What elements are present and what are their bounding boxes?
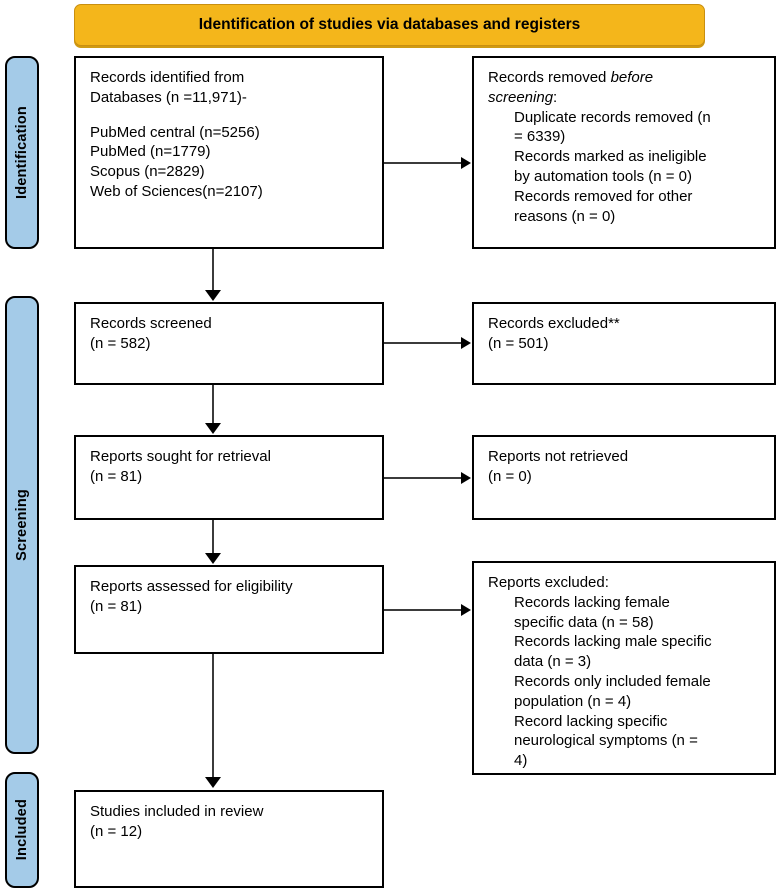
reports-excluded-item-4b: neurological symptoms (n =	[514, 732, 698, 750]
records-excluded-count: (n = 501)	[488, 334, 549, 352]
records-removed-heading-italic-1: before	[610, 69, 654, 86]
records-removed-item-1b: = 6339)	[514, 128, 566, 146]
reports-not-retrieved-label: Reports not retrieved	[488, 448, 629, 465]
arrow-assessed-to-reports-excluded	[384, 609, 462, 611]
records-removed-item-1a: Duplicate records removed (n	[514, 108, 711, 126]
arrow-sought-to-not-retrieved	[384, 477, 462, 479]
stage-label-screening-text: Screening	[14, 489, 30, 561]
records-identified-source-pubmed-central: PubMed central (n=5256)	[90, 123, 260, 141]
reports-excluded-item-1b: specific data (n = 58)	[514, 613, 654, 631]
stage-label-identification-text: Identification	[14, 105, 30, 200]
records-screened-label: Records screened	[90, 315, 212, 332]
box-reports-excluded-detail: Reports excluded: Records lacking female…	[472, 561, 776, 775]
box-studies-included-in-review: Studies included in review (n = 12)	[74, 790, 384, 888]
stage-label-screening: Screening	[5, 296, 39, 754]
box-records-identified: Records identified from Databases (n =11…	[74, 56, 384, 249]
records-identified-line-2: Databases (n =11,971)-	[90, 88, 247, 106]
reports-assessed-count: (n = 81)	[90, 597, 143, 615]
reports-excluded-item-4a: Record lacking specific	[514, 712, 668, 730]
records-removed-item-2b: by automation tools (n = 0)	[514, 167, 693, 185]
reports-excluded-item-4c: 4)	[514, 752, 528, 770]
arrow-identified-to-screened	[212, 249, 214, 291]
arrow-screened-to-sought	[212, 385, 214, 424]
box-reports-sought-for-retrieval: Reports sought for retrieval (n = 81)	[74, 435, 384, 520]
reports-not-retrieved-count: (n = 0)	[488, 467, 532, 485]
stage-label-included: Included	[5, 772, 39, 888]
records-removed-heading-line-2: screening:	[488, 88, 766, 108]
reports-excluded-item-2b: data (n = 3)	[514, 653, 592, 671]
records-screened-count: (n = 582)	[90, 334, 151, 352]
box-records-excluded: Records excluded** (n = 501)	[472, 302, 776, 385]
arrowhead-sought-to-not-retrieved-icon	[461, 472, 471, 484]
arrow-screened-to-excluded	[384, 342, 462, 344]
records-identified-source-pubmed: PubMed (n=1779)	[90, 143, 211, 161]
records-removed-heading-prefix: Records removed	[488, 69, 611, 86]
reports-excluded-heading: Reports excluded:	[488, 574, 609, 591]
reports-excluded-item-3b: population (n = 4)	[514, 692, 632, 710]
records-removed-heading-suffix: :	[553, 88, 558, 106]
stage-label-identification: Identification	[5, 56, 39, 249]
studies-included-label: Studies included in review	[90, 803, 264, 820]
records-identified-line-1: Records identified from	[90, 69, 245, 86]
arrowhead-sought-to-assessed-icon	[205, 553, 221, 564]
stage-label-included-text: Included	[14, 799, 30, 861]
banner-title: Identification of studies via databases …	[198, 16, 581, 34]
box-reports-assessed-for-eligibility: Reports assessed for eligibility (n = 81…	[74, 565, 384, 654]
reports-assessed-label: Reports assessed for eligibility	[90, 578, 293, 595]
records-removed-item-2a: Records marked as ineligible	[514, 148, 707, 166]
box-records-removed-before-screening: Records removed before screening: Duplic…	[472, 56, 776, 249]
box-reports-not-retrieved: Reports not retrieved (n = 0)	[472, 435, 776, 520]
arrow-sought-to-assessed	[212, 520, 214, 554]
header-banner: Identification of studies via databases …	[74, 4, 705, 46]
reports-sought-count: (n = 81)	[90, 467, 143, 485]
arrow-identified-to-removed	[384, 162, 462, 164]
reports-excluded-item-1a: Records lacking female	[514, 593, 670, 611]
arrowhead-assessed-to-included-icon	[205, 777, 221, 788]
arrowhead-identified-to-removed-icon	[461, 157, 471, 169]
records-removed-item-3a: Records removed for other	[514, 187, 693, 205]
reports-sought-label: Reports sought for retrieval	[90, 448, 271, 465]
records-removed-heading-italic-2: screening	[488, 88, 554, 106]
records-removed-item-3b: reasons (n = 0)	[514, 207, 616, 225]
arrow-assessed-to-included	[212, 654, 214, 778]
reports-excluded-item-2a: Records lacking male specific	[514, 633, 712, 651]
records-excluded-label: Records excluded**	[488, 315, 620, 332]
arrowhead-screened-to-excluded-icon	[461, 337, 471, 349]
records-identified-source-web-of-sciences: Web of Sciences(n=2107)	[90, 182, 263, 200]
studies-included-count: (n = 12)	[90, 822, 143, 840]
arrowhead-screened-to-sought-icon	[205, 423, 221, 434]
arrowhead-assessed-to-reports-excluded-icon	[461, 604, 471, 616]
reports-excluded-item-3a: Records only included female	[514, 672, 711, 690]
arrowhead-identified-to-screened-icon	[205, 290, 221, 301]
records-removed-heading-line-1: Records removed before	[488, 68, 766, 88]
records-identified-source-scopus: Scopus (n=2829)	[90, 163, 205, 181]
box-records-screened: Records screened (n = 582)	[74, 302, 384, 385]
